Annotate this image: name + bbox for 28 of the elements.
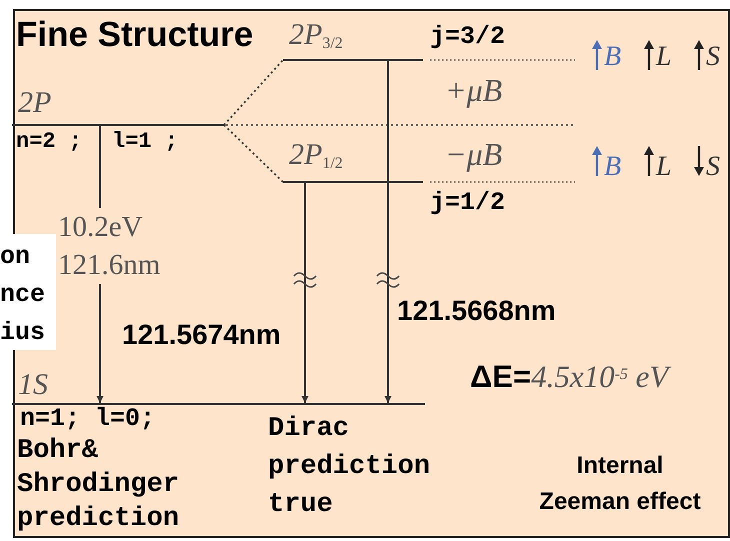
title: Fine Structure xyxy=(16,14,254,56)
note-text: Internal Zeeman effect xyxy=(538,451,702,517)
level-label: 1S xyxy=(18,368,48,402)
text-fragment: on xyxy=(0,241,30,273)
vector-symbol: S xyxy=(706,150,720,184)
zeeman-shift-label: −μB xyxy=(445,135,502,174)
level-label: 2P xyxy=(18,86,52,120)
note-text: Bohr& Shrodinger prediction xyxy=(17,435,180,536)
vector-symbol: L xyxy=(656,40,672,74)
dotted-line xyxy=(223,124,284,183)
vector-symbol: S xyxy=(706,40,720,74)
quantum-numbers: n=2 ; xyxy=(16,131,82,153)
quantum-numbers: j=3/2 xyxy=(430,24,506,49)
vector-symbol: L xyxy=(656,150,672,184)
zeeman-shift-label: +μB xyxy=(445,71,502,110)
text-fragment: ius xyxy=(0,317,46,349)
dotted-line xyxy=(223,59,284,126)
quantum-numbers: j=1/2 xyxy=(430,190,506,215)
text-fragment: nce xyxy=(0,279,46,311)
note-text: Dirac prediction true xyxy=(268,413,432,522)
quantum-numbers: l=1 ; xyxy=(112,131,178,153)
vector-symbol: B xyxy=(604,40,622,74)
arrow xyxy=(302,183,308,403)
quantum-numbers: n=1; l=0; xyxy=(20,406,156,431)
vector-symbol: B xyxy=(604,150,622,184)
arrow xyxy=(384,61,392,403)
level-label: 2P$_{3/2}$ xyxy=(289,18,343,52)
level-label: 2P$_{1/2}$ xyxy=(289,138,343,172)
